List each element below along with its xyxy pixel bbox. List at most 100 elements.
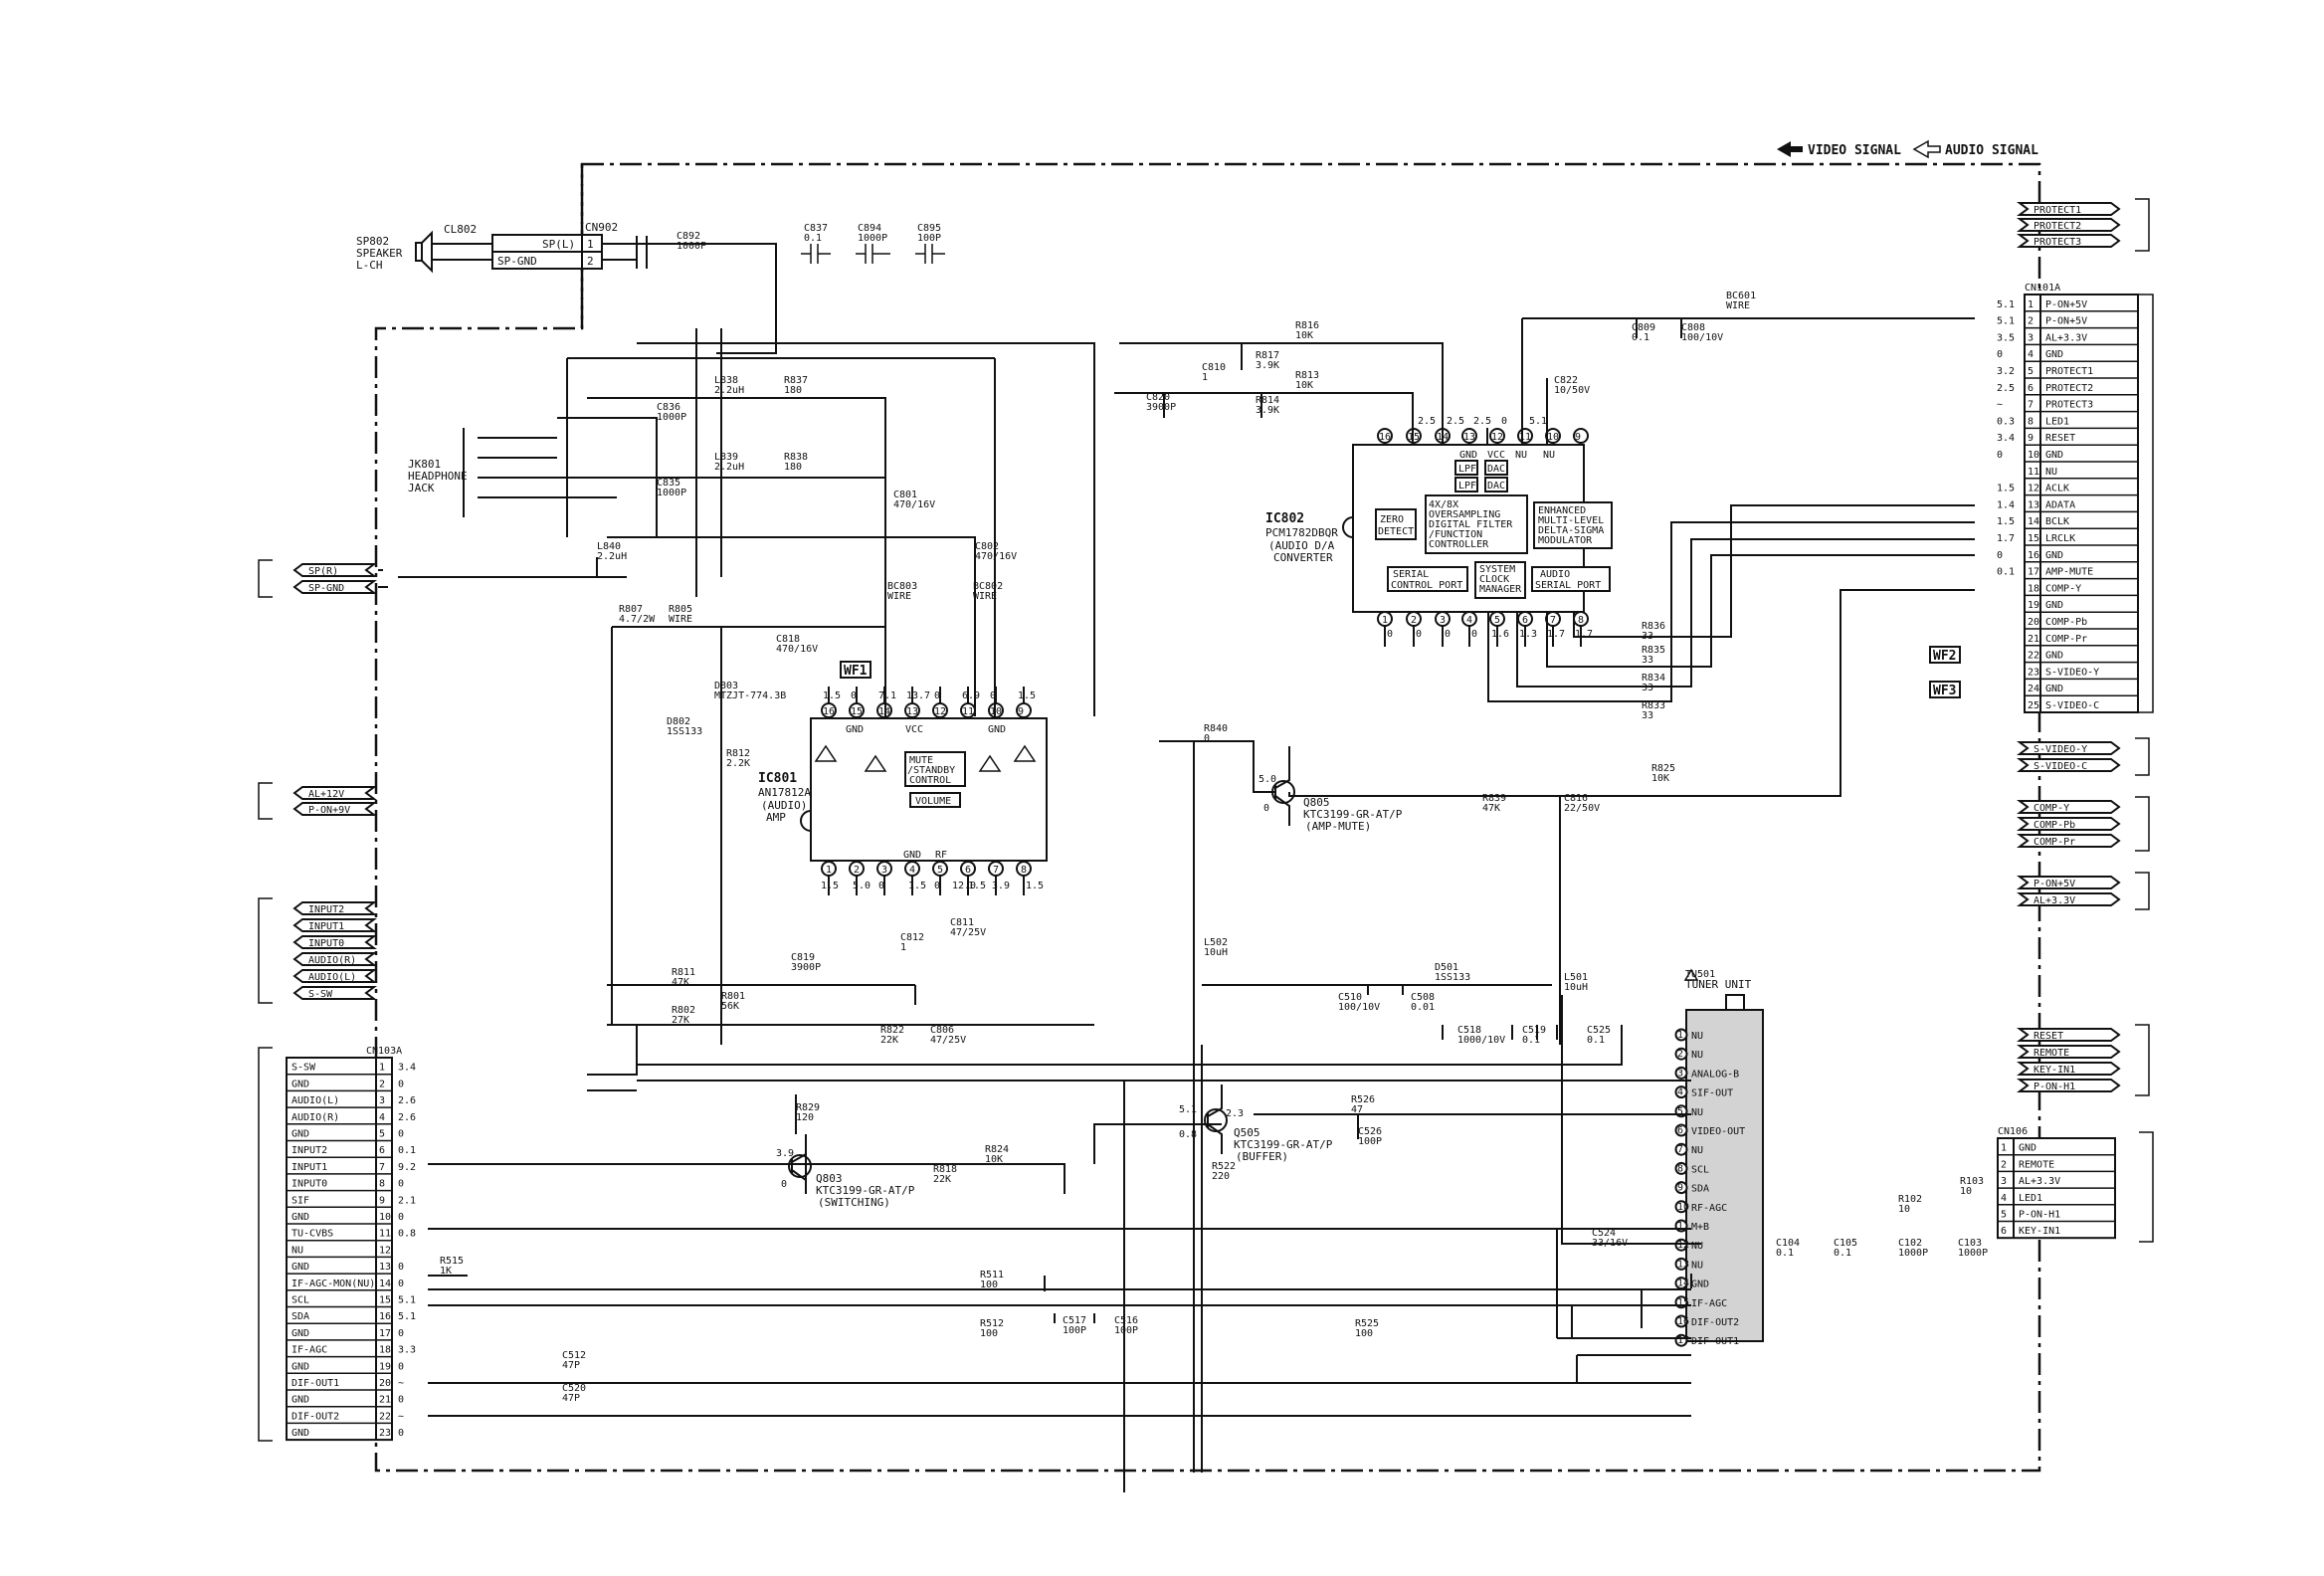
- ic801-part: AN17812A: [758, 786, 811, 799]
- ic802-dac: IC802 PCM1782DBQR (AUDIO D/A CONVERTER L…: [1265, 416, 1613, 647]
- c512-value: 47P: [562, 1360, 580, 1371]
- ic802-desc1: (AUDIO D/A: [1268, 539, 1335, 552]
- c802-ref: C802: [975, 541, 999, 552]
- pin-name: NU: [2045, 467, 2057, 478]
- c836-ref: C836: [657, 402, 680, 413]
- pin-voltage: 1.7: [1997, 533, 2015, 544]
- c810-value: 1: [1202, 372, 1208, 383]
- ic801-top-volt: 0: [990, 690, 996, 701]
- q505-v3: 0.8: [1179, 1129, 1197, 1140]
- pin-voltage: 0.3: [1997, 416, 2015, 427]
- pin-number: 23: [2028, 667, 2039, 678]
- pin-number: 10: [379, 1212, 391, 1223]
- r835-ref: R835: [1642, 645, 1665, 656]
- tuner-pin-number: 17: [1677, 1335, 1689, 1346]
- ic801-bot-volt: 0: [878, 881, 884, 891]
- pin-name: INPUT1: [291, 1162, 327, 1173]
- c518-ref: C518: [1457, 1025, 1481, 1036]
- pin-number: 14: [2028, 516, 2039, 527]
- q805-part: KTC3199-GR-AT/P: [1303, 808, 1403, 821]
- d802-ref: D802: [667, 716, 690, 727]
- tuner-pin-number: 7: [1677, 1144, 1683, 1155]
- l501-value: 10uH: [1564, 982, 1588, 993]
- connector-ref: CN101A: [2025, 283, 2060, 294]
- pin-name: GND: [2045, 450, 2063, 461]
- r525-ref: R525: [1355, 1318, 1379, 1329]
- tuner-pin-number: 12: [1677, 1240, 1689, 1251]
- r522-ref: R522: [1212, 1161, 1236, 1172]
- c519-ref: C519: [1522, 1025, 1546, 1036]
- r816-ref: R816: [1295, 320, 1319, 331]
- pin-number: 2: [2028, 316, 2034, 327]
- connector-arrow: [2017, 834, 2121, 848]
- pin-voltage: 0: [398, 1279, 404, 1289]
- r817-value: 3.9K: [1256, 360, 1279, 371]
- tuner-pin-name: NU: [1691, 1107, 1703, 1118]
- pin-number: 17: [379, 1328, 391, 1339]
- r835-value: 33: [1642, 655, 1653, 666]
- video-signal-arrow-icon: [1777, 141, 1803, 157]
- r515-ref: R515: [440, 1256, 464, 1267]
- pin-name: ACLK: [2045, 484, 2069, 494]
- q805-ref: Q805: [1303, 796, 1330, 809]
- ic801-gnd-top2: GND: [988, 724, 1006, 735]
- pin-number: 25: [2028, 700, 2039, 711]
- pin-number: 4: [379, 1112, 385, 1123]
- connector-label: AUDIO(L): [308, 972, 356, 983]
- pin-number: 3: [379, 1095, 385, 1106]
- c806-value: 47/25V: [930, 1035, 966, 1046]
- tuner-pin-name: DIF-OUT2: [1691, 1317, 1739, 1328]
- r816-value: 10K: [1295, 330, 1313, 341]
- ic802-dac1: DAC: [1487, 464, 1505, 475]
- ic802-mod-line: MULTI-LEVEL: [1538, 515, 1604, 526]
- r833-value: 33: [1642, 710, 1653, 721]
- c822-value: 10/50V: [1554, 385, 1590, 396]
- connector-arrow: [292, 986, 377, 1000]
- r838-value: 180: [784, 462, 802, 473]
- signal-legend: VIDEO SIGNAL AUDIO SIGNAL: [1777, 139, 2038, 159]
- ic802-top-pin: 13: [1463, 432, 1475, 443]
- connector-ref: CN103A: [366, 1046, 402, 1057]
- pin-voltage: 3.3: [398, 1345, 416, 1356]
- pin-number: 10: [2028, 450, 2039, 461]
- pin-name: COMP-Pb: [2045, 617, 2087, 628]
- c808-value: 100/10V: [1681, 332, 1723, 343]
- pin-number: 14: [379, 1279, 391, 1289]
- pin-name: PROTECT2: [2045, 383, 2093, 394]
- tuner-ref: TU501: [1685, 969, 1715, 980]
- tuner-pin-name: VIDEO-OUT: [1691, 1126, 1745, 1137]
- pin-number: 7: [379, 1162, 385, 1173]
- ic802-filter-line: DIGITAL FILTER: [1429, 519, 1513, 530]
- c516-ref: C516: [1114, 1315, 1138, 1326]
- tuner-pin-number: 4: [1677, 1087, 1683, 1098]
- ic802-desc2: CONVERTER: [1273, 551, 1333, 564]
- component-labels: C8921000PC8370.1C8941000PC895100PL8382.2…: [440, 223, 1988, 1404]
- pin-voltage: 0: [398, 1262, 404, 1273]
- c892-ref: C892: [677, 231, 700, 242]
- pin-name: S-VIDEO-C: [2045, 700, 2099, 711]
- pin-number: 17: [2028, 567, 2039, 578]
- r836-value: 33: [1642, 631, 1653, 642]
- ic802-lpf1: LPF: [1458, 464, 1476, 475]
- bc802-ref: BC802: [973, 581, 1003, 592]
- connector-arrow: [292, 935, 377, 949]
- pin-voltage: ~: [1997, 400, 2003, 411]
- pin-name: DIF-OUT2: [291, 1411, 339, 1422]
- pin-number: 21: [379, 1395, 391, 1406]
- pin-voltage: 3.2: [1997, 366, 2015, 377]
- ic801-bot-volt: 1.5: [908, 881, 926, 891]
- pin-number: 6: [2028, 383, 2034, 394]
- connector-label: INPUT1: [308, 921, 344, 932]
- tuner-pin-name: NU: [1691, 1260, 1703, 1271]
- c520-ref: C520: [562, 1383, 586, 1394]
- r813-ref: R813: [1295, 370, 1319, 381]
- c811-ref: C811: [950, 917, 974, 928]
- c810-ref: C810: [1202, 362, 1226, 373]
- tuner-pin-number: 11: [1677, 1221, 1689, 1232]
- ic801-bot-pin: 4: [909, 865, 915, 876]
- pin-number: 19: [2028, 600, 2039, 611]
- connector-arrow: [292, 563, 377, 577]
- jack-type: JACK: [408, 482, 435, 494]
- group-bracket: [258, 559, 273, 598]
